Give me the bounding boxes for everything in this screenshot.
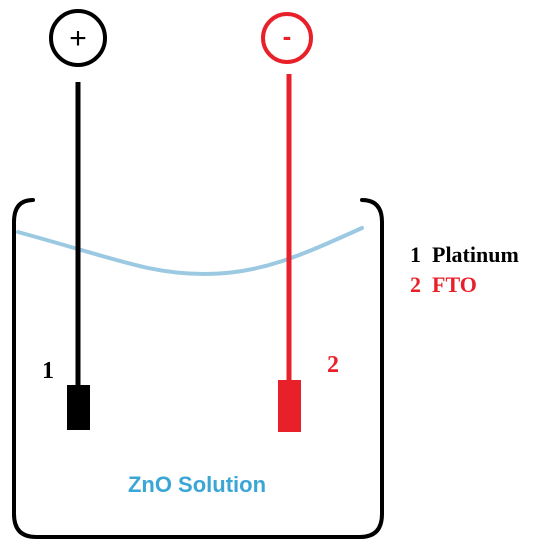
legend-1-number: 1 [410,242,421,267]
positive-terminal-symbol: + [69,22,87,55]
electrode-2-number: 2 [327,352,339,378]
solution-label: ZnO Solution [128,472,266,497]
legend-1-name: Platinum [432,242,519,267]
negative-terminal-circle [261,12,313,64]
electrode-2-plate [278,380,301,432]
negative-terminal-symbol: - [283,21,292,51]
legend-2-name: FTO [432,272,477,297]
legend-2-number: 2 [410,272,421,297]
electrode-1-plate [67,385,90,430]
positive-terminal-circle [49,9,107,67]
beaker [12,198,384,539]
solution-surface [16,226,364,277]
electrode-1-number: 1 [42,358,54,384]
